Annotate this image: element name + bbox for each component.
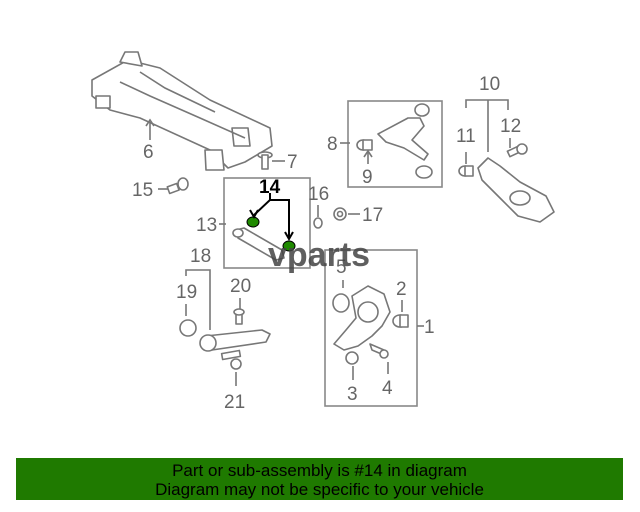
assembly-13-box bbox=[223, 177, 311, 269]
callout-18: 18 bbox=[190, 246, 211, 267]
bushing-2-part bbox=[392, 314, 409, 328]
leader-10 bbox=[465, 99, 509, 152]
upper-arm-part bbox=[377, 103, 433, 179]
bolt-20-part bbox=[233, 308, 245, 325]
banner-line-2: Diagram may not be specific to your vehi… bbox=[155, 480, 484, 499]
callout-8: 8 bbox=[327, 134, 338, 155]
callout-4: 4 bbox=[382, 378, 393, 399]
callout-2: 2 bbox=[396, 279, 407, 300]
leader-18 bbox=[185, 269, 211, 330]
lateral-link-part bbox=[232, 227, 285, 261]
bolt-12-part bbox=[506, 143, 528, 158]
bolt-21-part bbox=[220, 349, 242, 370]
callout-21: 21 bbox=[224, 392, 245, 413]
bushing-14-highlight bbox=[246, 216, 296, 252]
bushing-9-part bbox=[356, 139, 373, 151]
bushing-3-part bbox=[345, 351, 359, 365]
callout-5: 5 bbox=[336, 257, 347, 278]
callout-6: 6 bbox=[143, 142, 154, 163]
callout-10: 10 bbox=[479, 74, 500, 95]
watermark-logo: vparts bbox=[268, 236, 370, 274]
nut-17-part bbox=[333, 207, 347, 221]
crossmember-part bbox=[91, 51, 273, 171]
knuckle-part bbox=[333, 285, 391, 351]
banner-line-1: Part or sub-assembly is #14 in diagram bbox=[172, 461, 467, 480]
lower-arm-part bbox=[477, 157, 555, 223]
callout-16: 16 bbox=[308, 184, 329, 205]
trailing-link-part bbox=[179, 319, 271, 352]
callout-3: 3 bbox=[347, 384, 358, 405]
callout-19: 19 bbox=[176, 282, 197, 303]
leader-14 bbox=[253, 193, 290, 239]
callout-17: 17 bbox=[362, 205, 383, 226]
info-banner: Part or sub-assembly is #14 in diagram D… bbox=[16, 458, 623, 500]
callout-13: 13 bbox=[196, 215, 217, 236]
callout-11: 11 bbox=[456, 126, 476, 147]
callout-1: 1 bbox=[424, 317, 435, 338]
washer-16-part bbox=[313, 217, 323, 229]
bushing-11-part bbox=[458, 165, 474, 177]
bolt-4-part bbox=[369, 343, 389, 359]
assembly-1-box bbox=[324, 249, 418, 407]
callout-9: 9 bbox=[362, 167, 373, 188]
seal-5-part bbox=[332, 293, 350, 313]
bolt-15-part bbox=[166, 177, 189, 195]
callout-20: 20 bbox=[230, 276, 251, 297]
callout-12: 12 bbox=[500, 116, 521, 137]
assembly-8-box bbox=[347, 100, 443, 188]
callout-7: 7 bbox=[287, 152, 298, 173]
callout-14: 14 bbox=[259, 177, 281, 198]
callout-15: 15 bbox=[132, 180, 153, 201]
bolt-7-part bbox=[257, 151, 273, 170]
